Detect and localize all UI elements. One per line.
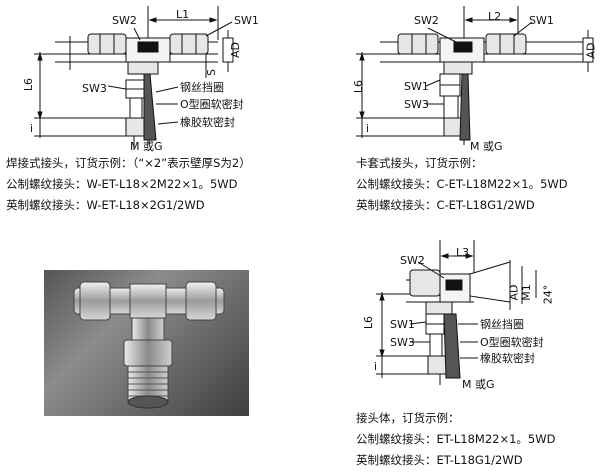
tee-fitting-illustration bbox=[73, 281, 225, 409]
d3-label-l: L3 bbox=[456, 246, 470, 259]
d2-label-ad: AD bbox=[584, 42, 598, 59]
d3-callout-retaining-ring: 钢丝挡圈 bbox=[480, 318, 524, 331]
order-body-title: 接头体，订货示例： bbox=[356, 411, 460, 425]
d1-label-ad: AD bbox=[229, 42, 242, 58]
d2-label-mg: M 或G bbox=[470, 140, 503, 153]
d2-label-l: L2 bbox=[488, 10, 502, 23]
d3-label-sw2: SW2 bbox=[400, 254, 425, 267]
product-photo bbox=[44, 270, 249, 416]
order-compression-title: 卡套式接头，订货示例： bbox=[356, 156, 483, 170]
d1-label-l6: L6 bbox=[22, 77, 36, 92]
d1-label-sw2: SW2 bbox=[112, 14, 137, 27]
d1-callout-rubber-seal: 橡胶软密封 bbox=[180, 116, 235, 129]
diagram-compression-fitting bbox=[356, 6, 594, 145]
d3-label-l6: L6 bbox=[362, 315, 376, 330]
d3-callout-oring-seal: O型圈软密封 bbox=[480, 336, 544, 349]
d2-label-sw3: SW3 bbox=[404, 98, 429, 111]
order-welded-metric: 公制螺纹接头：W-ET-L18×2M22×1。5WD bbox=[6, 177, 238, 191]
d1-callout-retaining-ring: 钢丝挡圈 bbox=[180, 81, 224, 94]
d3-callout-rubber-seal: 橡胶软密封 bbox=[480, 352, 535, 365]
d2-label-l6: L6 bbox=[352, 79, 366, 94]
d1-label-sw3: SW3 bbox=[82, 82, 107, 95]
d3-label-mg: M 或G bbox=[462, 378, 495, 391]
d1-label-sw1: SW1 bbox=[234, 14, 259, 27]
d3-label-m1: M1 bbox=[519, 284, 533, 301]
order-compression-metric: 公制螺纹接头：C-ET-L18M22×1。5WD bbox=[356, 177, 568, 191]
d3-label-sw1: SW1 bbox=[390, 318, 415, 331]
d3-label-sw3: SW3 bbox=[390, 336, 415, 349]
d1-label-s: S bbox=[204, 69, 218, 76]
d2-label-sw1: SW1 bbox=[404, 80, 429, 93]
d1-label-mg: M 或G bbox=[130, 140, 163, 153]
order-welded-imperial: 英制螺纹接头：W-ET-L18×2G1/2WD bbox=[6, 198, 205, 212]
d2-label-sw1-top: SW1 bbox=[529, 14, 554, 27]
d2-label-i: i bbox=[366, 122, 370, 135]
order-body-metric: 公制螺纹接头：ET-L18M22×1。5WD bbox=[356, 432, 556, 446]
d1-label-l: L1 bbox=[176, 8, 190, 21]
diagram-welded-fitting bbox=[34, 6, 234, 150]
d3-label-i: i bbox=[374, 360, 378, 373]
d3-label-angle: 24° bbox=[541, 284, 555, 305]
diagram-fitting-body bbox=[376, 240, 537, 385]
d1-label-i: i bbox=[30, 122, 34, 135]
d3-label-ad: AD bbox=[507, 284, 521, 301]
order-compression-imperial: 英制螺纹接头：C-ET-L18G1/2WD bbox=[356, 198, 535, 212]
d2-label-sw2: SW2 bbox=[414, 14, 439, 27]
order-body-imperial: 英制螺纹接头：ET-L18G1/2WD bbox=[356, 453, 523, 467]
d1-callout-oring-seal: O型圈软密封 bbox=[180, 98, 244, 111]
order-welded-title: 焊接式接头，订货示例：（“×2”表示壁厚S为2） bbox=[6, 156, 251, 170]
